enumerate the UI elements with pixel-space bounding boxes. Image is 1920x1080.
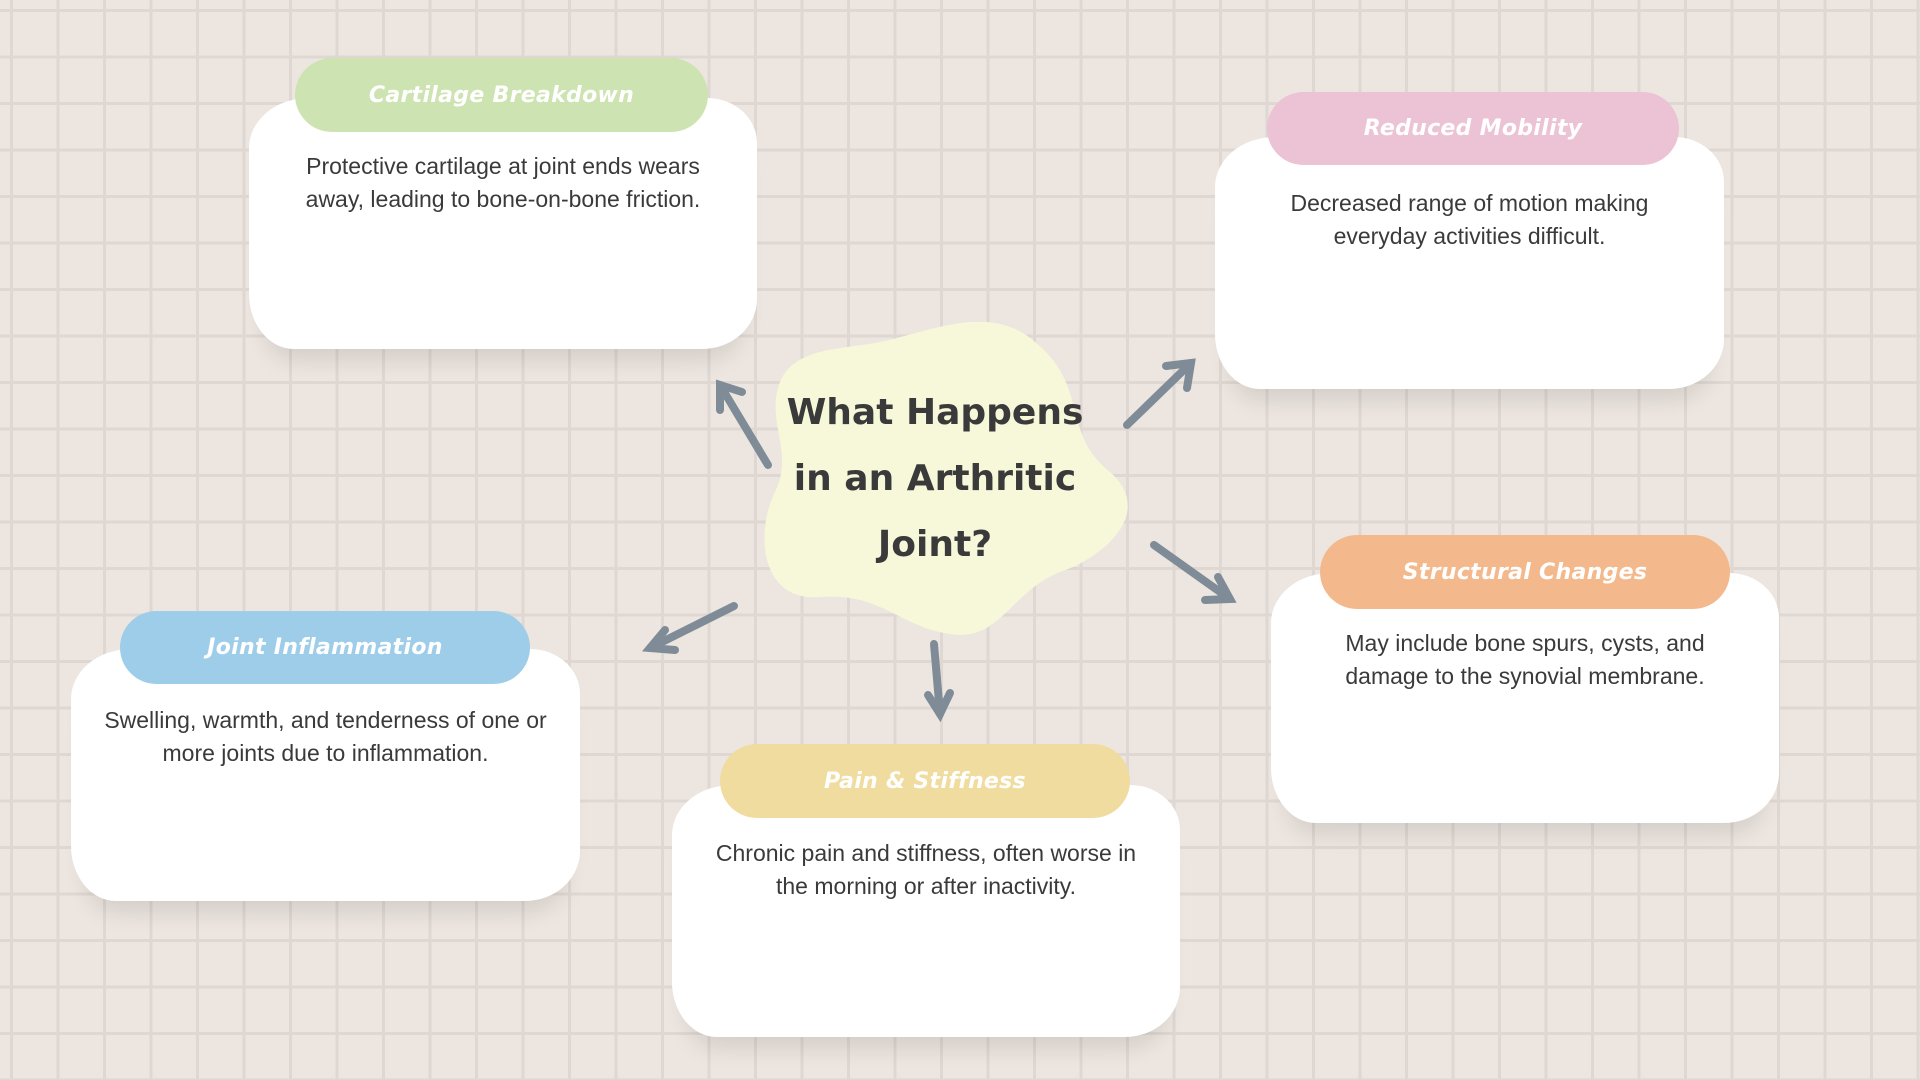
card-text: May include bone spurs, cysts, and damag… xyxy=(1345,630,1705,689)
arrow-to-mobility xyxy=(1123,358,1196,429)
arrow-to-pain xyxy=(924,640,954,723)
card-pain-stiffness: Chronic pain and stiffness, often worse … xyxy=(672,785,1180,1037)
arrow-to-structural xyxy=(1150,541,1237,604)
card-joint-inflammation: Swelling, warmth, and tenderness of one … xyxy=(71,649,580,901)
diagram-title: What Happens in an Arthritic Joint? xyxy=(786,392,1084,565)
card-cartilage-breakdown: Protective cartilage at joint ends wears… xyxy=(249,98,757,349)
label-pain-stiffness: Pain & Stiffness xyxy=(720,744,1130,818)
card-reduced-mobility: Decreased range of motion making everyda… xyxy=(1215,137,1724,389)
card-text: Protective cartilage at joint ends wears… xyxy=(305,153,701,212)
card-structural-changes: May include bone spurs, cysts, and damag… xyxy=(1271,573,1779,823)
card-text: Swelling, warmth, and tenderness of one … xyxy=(104,707,547,766)
central-blob xyxy=(764,322,1128,635)
label-reduced-mobility: Reduced Mobility xyxy=(1267,92,1679,165)
arrow-to-inflammation xyxy=(641,602,738,654)
card-text: Decreased range of motion making everyda… xyxy=(1290,190,1649,249)
card-text: Chronic pain and stiffness, often worse … xyxy=(715,840,1137,899)
label-structural-changes: Structural Changes xyxy=(1320,535,1730,609)
arrow-to-cartilage xyxy=(716,379,772,469)
label-joint-inflammation: Joint Inflammation xyxy=(120,611,530,684)
label-cartilage-breakdown: Cartilage Breakdown xyxy=(295,58,708,132)
